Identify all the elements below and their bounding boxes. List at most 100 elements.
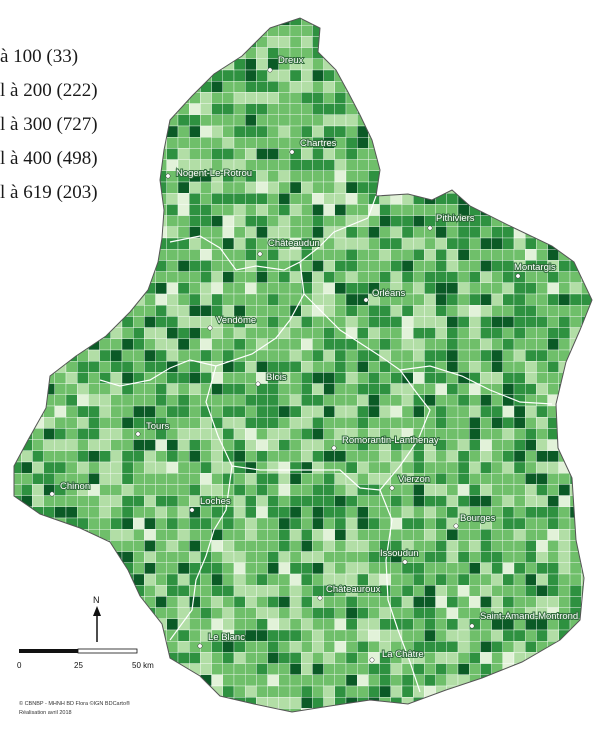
grid-cell	[166, 484, 179, 496]
grid-cell	[77, 618, 89, 631]
grid-cell	[536, 450, 548, 463]
grid-cell	[401, 573, 414, 586]
grid-cell	[77, 629, 89, 642]
grid-cell	[32, 596, 44, 608]
grid-cell	[592, 238, 599, 249]
grid-cell	[65, 506, 78, 519]
grid-cell	[334, 629, 347, 642]
grid-cell	[345, 629, 358, 642]
grid-cell	[200, 338, 212, 351]
grid-cell	[278, 383, 291, 395]
grid-cell	[99, 293, 111, 306]
grid-cell	[592, 496, 599, 507]
grid-cell	[581, 663, 592, 675]
grid-cell	[256, 215, 268, 227]
grid-cell	[536, 663, 548, 675]
grid-cell	[491, 652, 503, 664]
grid-cell	[592, 126, 599, 137]
city-dot	[402, 559, 408, 565]
grid-cell	[558, 226, 571, 239]
grid-cell	[267, 271, 279, 283]
grid-cell	[245, 663, 257, 675]
grid-cell	[357, 495, 369, 507]
grid-cell	[480, 708, 492, 712]
grid-cell	[77, 383, 89, 395]
grid-cell	[88, 237, 100, 250]
grid-cell	[189, 47, 201, 59]
grid-cell	[357, 473, 369, 485]
grid-cell	[513, 685, 526, 698]
grid-cell	[267, 137, 279, 149]
grid-cell	[513, 506, 526, 519]
grid-cell	[424, 495, 436, 507]
grid-cell	[547, 361, 559, 373]
grid-cell	[592, 316, 599, 327]
grid-cell	[21, 215, 33, 227]
grid-cell	[491, 47, 503, 59]
grid-cell	[536, 596, 548, 608]
grid-cell	[256, 226, 268, 239]
grid-cell	[345, 674, 358, 687]
grid-cell	[233, 517, 246, 530]
grid-cell	[278, 293, 291, 306]
grid-cell	[222, 226, 235, 239]
grid-cell	[144, 361, 156, 373]
grid-cell	[558, 551, 571, 563]
grid-cell	[110, 237, 123, 250]
grid-cell	[14, 25, 22, 37]
grid-cell	[121, 573, 134, 586]
grid-cell	[525, 517, 537, 530]
grid-cell	[547, 573, 559, 586]
grid-cell	[189, 204, 201, 216]
grid-cell	[77, 585, 89, 597]
grid-cell	[99, 282, 111, 295]
grid-cell	[323, 484, 335, 496]
grid-cell	[547, 293, 559, 306]
grid-cell	[536, 338, 548, 351]
grid-cell	[21, 461, 33, 474]
grid-cell	[133, 540, 145, 552]
grid-cell	[357, 349, 369, 362]
grid-cell	[245, 271, 257, 283]
grid-cell	[222, 540, 235, 552]
grid-cell	[200, 461, 212, 474]
grid-cell	[581, 372, 592, 384]
grid-cell	[256, 663, 268, 675]
grid-cell	[469, 562, 481, 575]
grid-cell	[189, 629, 201, 642]
grid-cell	[547, 159, 559, 171]
grid-cell	[267, 103, 279, 115]
scale-label-50: 50 km	[132, 661, 154, 670]
grid-cell	[245, 226, 257, 239]
grid-cell	[502, 282, 515, 295]
grid-cell	[267, 641, 279, 653]
grid-cell	[323, 349, 335, 362]
grid-cell	[345, 193, 358, 205]
grid-cell	[491, 372, 503, 384]
grid-cell	[345, 562, 358, 575]
grid-cell	[155, 506, 167, 519]
grid-cell	[133, 708, 145, 712]
grid-cell	[77, 282, 89, 295]
grid-cell	[256, 618, 268, 631]
grid-cell	[301, 495, 313, 507]
grid-cell	[32, 495, 44, 507]
grid-cell	[379, 405, 391, 418]
grid-cell	[480, 596, 492, 608]
grid-cell	[513, 282, 526, 295]
grid-cell	[289, 215, 302, 227]
grid-cell	[133, 618, 145, 631]
grid-cell	[144, 18, 156, 26]
grid-cell	[379, 92, 391, 104]
grid-cell	[177, 181, 190, 194]
grid-cell	[54, 562, 67, 575]
grid-cell	[547, 215, 559, 227]
grid-cell	[14, 293, 22, 306]
grid-cell	[256, 137, 268, 149]
grid-cell	[480, 215, 492, 227]
grid-cell	[245, 562, 257, 575]
grid-cell	[390, 204, 403, 216]
city-dot	[207, 325, 213, 331]
grid-cell	[133, 484, 145, 496]
grid-cell	[200, 372, 212, 384]
